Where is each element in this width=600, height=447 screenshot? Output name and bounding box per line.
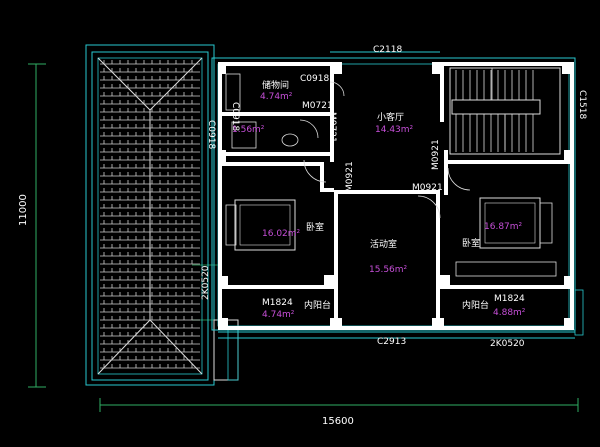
room-labels: 储物间 4.74m² C0918 M0721 C0918 1.56m² C091… bbox=[201, 45, 587, 349]
left-side-window-code: 2K0520 bbox=[201, 265, 211, 300]
bedroom-left-area: 16.02m² bbox=[262, 229, 301, 239]
balcony-left-name: 内阳台 bbox=[304, 299, 331, 311]
activity-name: 活动室 bbox=[370, 238, 397, 250]
bedroom-left-name: 卧室 bbox=[306, 221, 324, 233]
bedroom-right-area: 16.87m² bbox=[484, 222, 523, 232]
balcony-right-name: 内阳台 bbox=[462, 299, 489, 311]
bottom-right-window-code: 2K0520 bbox=[490, 339, 525, 349]
walls bbox=[218, 62, 574, 330]
stair-treads bbox=[455, 70, 534, 152]
storage-name: 储物间 bbox=[262, 79, 289, 91]
lounge-area: 14.43m² bbox=[375, 125, 414, 135]
bedroom-right-name: 卧室 bbox=[462, 237, 480, 249]
height-dimension: 11000 bbox=[18, 194, 29, 226]
bath-area: 1.56m² bbox=[232, 125, 265, 135]
balcony-left-area: 4.74m² bbox=[262, 310, 295, 320]
balcony-right-door: M1824 bbox=[494, 294, 525, 304]
balcony-left-door: M1824 bbox=[262, 298, 293, 308]
door-right-code: M0921 bbox=[431, 139, 441, 170]
storage-area: 4.74m² bbox=[260, 92, 293, 102]
bottom-window-code: C2913 bbox=[377, 337, 406, 347]
width-dimension: 15600 bbox=[322, 416, 354, 427]
balcony-right-area: 4.88m² bbox=[493, 308, 526, 318]
door-swings bbox=[299, 81, 471, 219]
bath-door-code: M0721 bbox=[327, 112, 337, 143]
furniture bbox=[225, 73, 557, 277]
storage-window-code: C0918 bbox=[300, 74, 329, 84]
roof-tiles bbox=[100, 60, 200, 372]
storage-side-window: C0918 bbox=[230, 102, 240, 131]
staircase bbox=[449, 67, 561, 155]
activity-area: 15.56m² bbox=[369, 265, 408, 275]
dimension-lines: 11000 15600 bbox=[18, 63, 579, 427]
storage-door-code: M0721 bbox=[302, 101, 333, 111]
door-left-code: M0921 bbox=[345, 161, 355, 192]
lounge-name: 小客厅 bbox=[377, 111, 404, 123]
top-window-code: C2118 bbox=[373, 45, 402, 55]
stair-window-code: C1518 bbox=[577, 90, 587, 119]
roof bbox=[85, 44, 239, 386]
door-mid-code: M0921 bbox=[412, 183, 443, 193]
bath-side-window: C0918 bbox=[206, 120, 216, 149]
